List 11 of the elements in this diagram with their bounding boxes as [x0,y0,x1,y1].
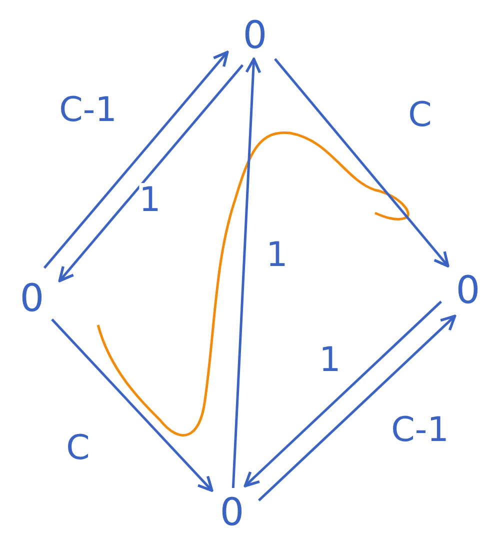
arrow [232,58,262,488]
arrow [244,300,442,488]
arrow [58,64,244,282]
arrow [258,314,456,502]
arrow [51,318,214,492]
state-label: 0 [212,488,252,536]
arrow [274,58,450,268]
state-label: 0 [235,11,275,59]
arrow [43,50,229,269]
state-label: 0 [12,274,52,322]
state-label: 0 [448,266,488,314]
